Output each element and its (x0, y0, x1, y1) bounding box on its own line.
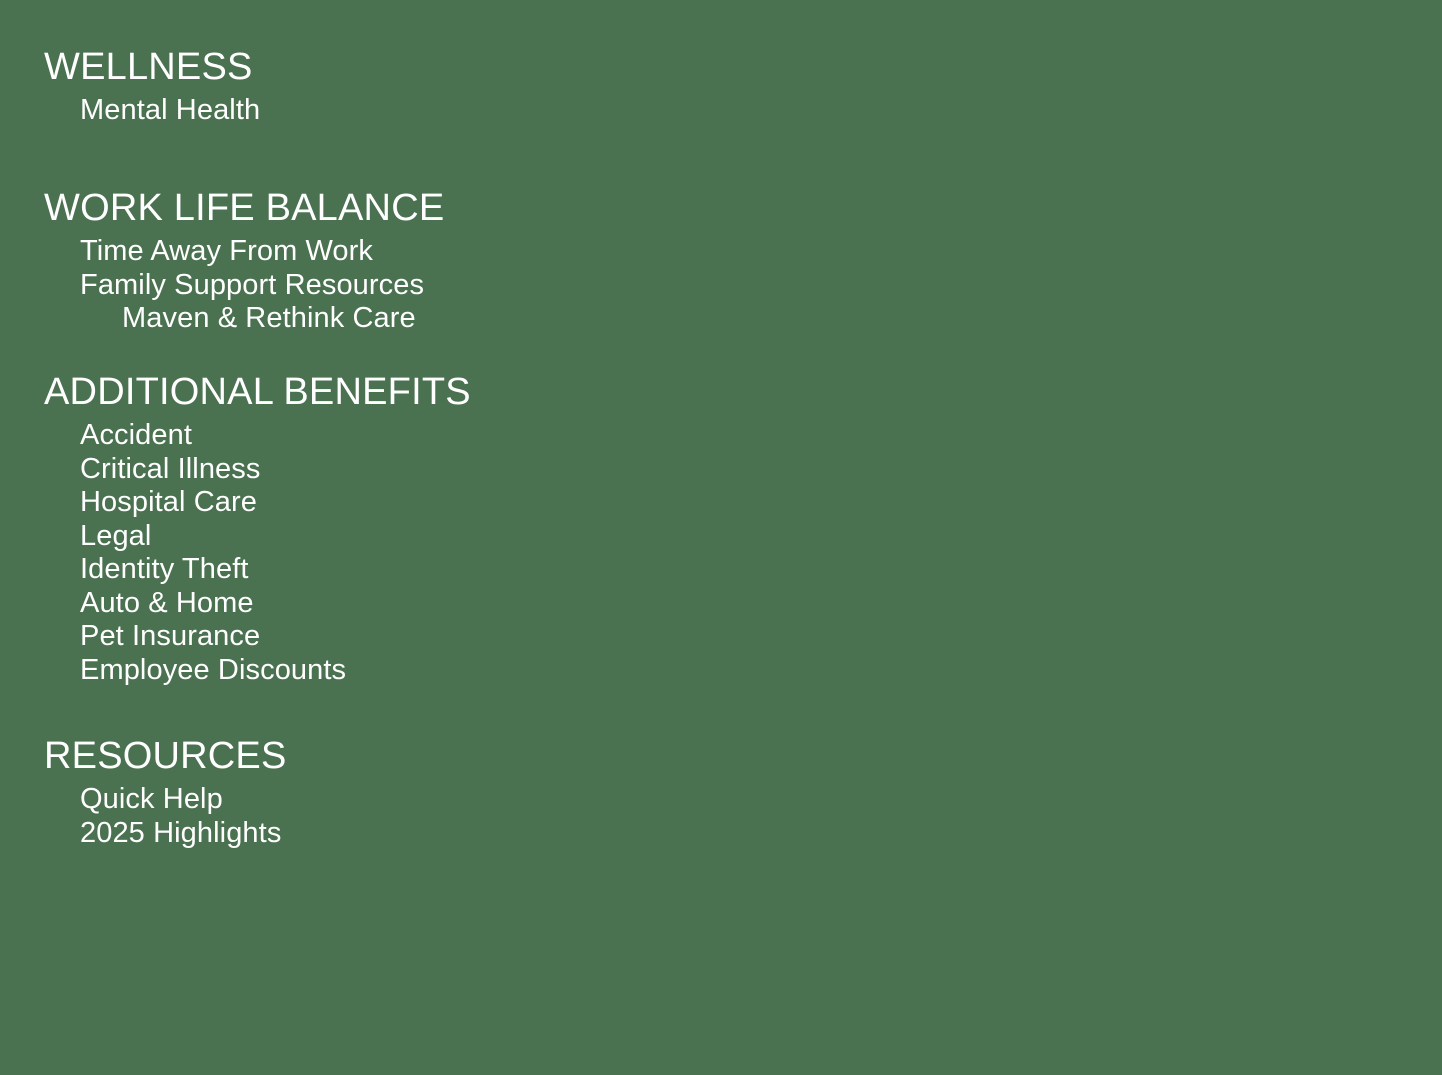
menu-item-quick-help[interactable]: Quick Help (80, 783, 223, 815)
menu-item-pet-insurance[interactable]: Pet Insurance (80, 620, 261, 652)
menu-item-identity-theft[interactable]: Identity Theft (80, 553, 249, 585)
menu-item-time-away-from-work[interactable]: Time Away From Work (80, 235, 374, 267)
menu-item-2025-highlights[interactable]: 2025 Highlights (80, 816, 282, 849)
section-heading-resources[interactable]: RESOURCES (44, 735, 287, 777)
section-heading-additional-benefits[interactable]: ADDITIONAL BENEFITS (44, 371, 471, 413)
menu-item-list-wellness: Mental Health (0, 94, 900, 128)
menu-item-mental-health[interactable]: Mental Health (80, 94, 261, 126)
menu-item-family-support-resources[interactable]: Family Support Resources (80, 268, 425, 301)
section-heading-work-life-balance[interactable]: WORK LIFE BALANCE (44, 187, 445, 229)
menu-item-legal[interactable]: Legal (80, 519, 152, 552)
menu-item-maven-and-rethink-care[interactable]: Maven & Rethink Care (122, 302, 416, 334)
menu-section-wellness: WELLNESS Mental Health (0, 48, 900, 128)
menu-item-employee-discounts[interactable]: Employee Discounts (80, 653, 347, 686)
menu-item-accident[interactable]: Accident (80, 419, 193, 451)
menu-item-critical-illness[interactable]: Critical Illness (80, 452, 261, 485)
menu-item-hospital-care[interactable]: Hospital Care (80, 486, 257, 518)
menu-item-auto-and-home[interactable]: Auto & Home (80, 586, 254, 619)
section-heading-wellness[interactable]: WELLNESS (44, 46, 253, 88)
